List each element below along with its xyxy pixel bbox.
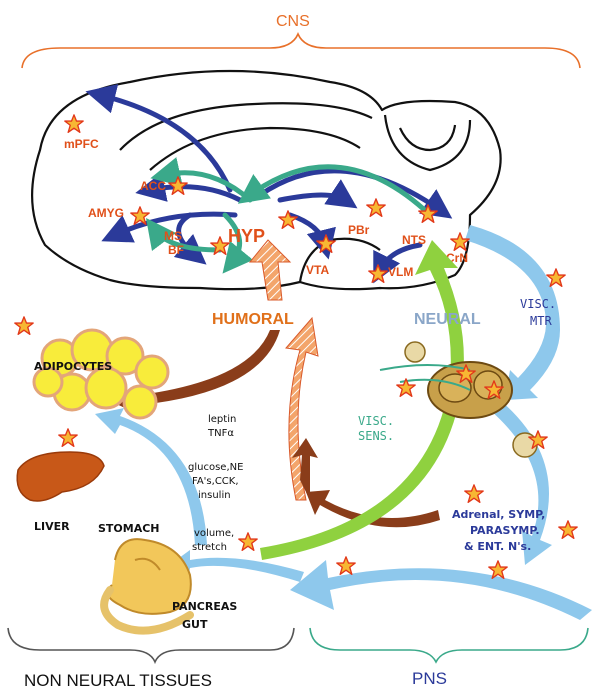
signal-insulin: insulin bbox=[198, 490, 231, 501]
arrow-to-liver-adipocytes bbox=[95, 408, 207, 545]
region-mpfc: mPFC bbox=[64, 137, 99, 151]
signal-tnf: TNFα bbox=[207, 428, 234, 439]
region-bf: BF bbox=[168, 243, 184, 257]
star-icon bbox=[238, 532, 258, 551]
region-amyg: AMYG bbox=[88, 206, 124, 220]
efferent-brown-arrow bbox=[306, 490, 440, 528]
visc-motor-arrow bbox=[465, 225, 560, 400]
star-icon bbox=[368, 264, 388, 284]
visc-sens-label-1: VISC. bbox=[358, 414, 394, 428]
efferent-line-3: & ENT. N's. bbox=[464, 540, 531, 553]
star-icon bbox=[168, 176, 188, 195]
pns-efferent-arc bbox=[490, 400, 552, 565]
region-hyp: HYP bbox=[228, 226, 265, 246]
signal-labels: leptin TNFα glucose,NE FA's,CCK, insulin… bbox=[188, 414, 243, 553]
star-icon bbox=[464, 484, 484, 504]
gut-label: GUT bbox=[182, 618, 208, 631]
humoral-label: HUMORAL bbox=[212, 311, 294, 328]
efferent-labels: Adrenal, SYMP, PARASYMP. & ENT. N's. bbox=[452, 508, 545, 553]
signal-glucose: glucose,NE bbox=[188, 462, 243, 473]
adipocytes-label: ADIPOCYTES bbox=[34, 360, 112, 373]
star-icon bbox=[64, 114, 84, 133]
star-icon bbox=[278, 210, 298, 229]
liver-label: LIVER bbox=[34, 520, 70, 533]
region-acc: ACC bbox=[140, 179, 166, 193]
brain-region-labels: mPFC ACC AMYG MS BF HYP VTA PBr NTS CrN … bbox=[64, 137, 468, 279]
visc-mtr-label-1: VISC. bbox=[520, 297, 556, 311]
adipocyte-cluster bbox=[32, 328, 170, 420]
humoral-brown-arrow-liver bbox=[292, 438, 318, 500]
cns-bracket bbox=[21, 31, 581, 69]
signal-volume: volume, bbox=[194, 528, 234, 539]
pancreas-label: PANCREAS bbox=[172, 600, 237, 613]
star-icon bbox=[366, 198, 386, 217]
region-nts: NTS bbox=[402, 233, 426, 247]
region-pbr: PBr bbox=[348, 223, 370, 237]
pns-bracket bbox=[309, 627, 589, 664]
neural-label: NEURAL bbox=[414, 311, 481, 328]
humoral-arrow-to-brain bbox=[248, 239, 292, 301]
efferent-line-2: PARASYMP. bbox=[470, 524, 540, 537]
region-vlm: VLM bbox=[388, 265, 413, 279]
signal-stretch: stretch bbox=[192, 542, 227, 553]
visc-mtr-label-2: MTR bbox=[530, 314, 552, 328]
pns-big-arrow bbox=[290, 560, 592, 620]
region-ms: MS bbox=[164, 229, 182, 243]
stomach-gut bbox=[100, 538, 194, 635]
cns-label: CNS bbox=[276, 13, 310, 30]
non-neural-label: NON NEURAL TISSUES bbox=[24, 671, 212, 690]
star-icon bbox=[58, 428, 78, 448]
star-icon bbox=[336, 556, 356, 575]
signal-fas: FA's,CCK, bbox=[192, 476, 239, 487]
pns-label: PNS bbox=[412, 669, 447, 688]
pns-ganglion bbox=[379, 341, 538, 458]
brain-afferent-arrows bbox=[145, 157, 433, 274]
arrow-to-stomach bbox=[168, 550, 304, 582]
signal-leptin: leptin bbox=[208, 414, 236, 425]
region-vta: VTA bbox=[306, 263, 329, 277]
stomach-label: STOMACH bbox=[98, 522, 160, 535]
star-icon bbox=[558, 520, 578, 539]
non-neural-bracket bbox=[7, 627, 295, 665]
star-icon bbox=[396, 378, 416, 398]
visc-sens-label-2: SENS. bbox=[358, 429, 394, 443]
efferent-line-1: Adrenal, SYMP, bbox=[452, 508, 545, 521]
neural-green-arrow bbox=[260, 240, 464, 560]
star-icon bbox=[14, 316, 34, 336]
liver-shape bbox=[16, 451, 105, 502]
